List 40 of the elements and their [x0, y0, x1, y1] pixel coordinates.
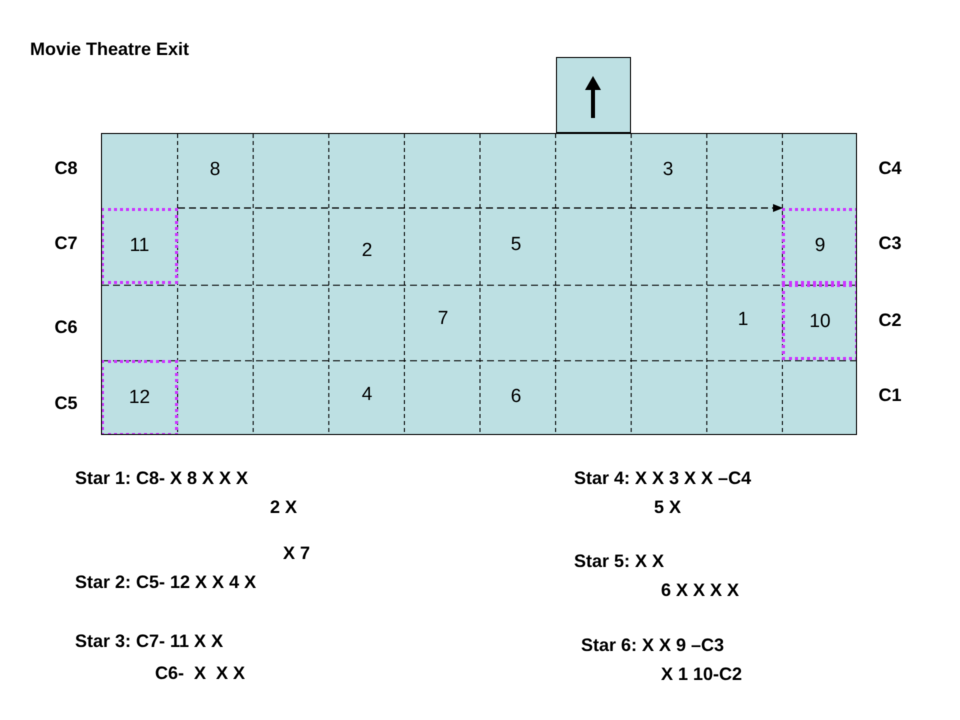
star-route-text: 6 X X X X [661, 579, 740, 601]
column-label: C5 [54, 392, 78, 414]
star-route-text: Star 2: C5- 12 X X 4 X [75, 571, 256, 593]
column-label: C1 [878, 384, 902, 406]
highlighted-seat [102, 360, 178, 434]
exit-box [556, 57, 631, 133]
column-label: C4 [878, 157, 902, 179]
star-route-text: Star 4: X X 3 X X –C4 [574, 467, 752, 489]
star-route-text: X 7 [283, 542, 310, 564]
column-label: C8 [54, 157, 78, 179]
seat-number: 3 [662, 159, 674, 181]
star-route-text: C6- X X X [155, 662, 246, 684]
seat-number: 10 [809, 310, 831, 334]
column-label: C2 [878, 309, 902, 331]
seat-number: 11 [130, 234, 150, 258]
seat-number: 2 [362, 240, 372, 262]
seat-number: 5 [510, 234, 522, 256]
star-route-text: Star 5: X X [574, 550, 664, 572]
star-route-text: 2 X [270, 496, 298, 518]
seat-number: 4 [362, 384, 372, 406]
seat-number: 7 [438, 308, 448, 330]
seating-area [101, 133, 857, 435]
seat-number: 1 [738, 309, 748, 331]
star-route-text: X 1 10-C2 [661, 663, 742, 685]
star-route-text: Star 6: X X 9 –C3 [581, 634, 724, 656]
highlighted-seat [782, 284, 856, 360]
highlighted-seat [782, 208, 856, 284]
seat-number: 8 [210, 159, 220, 181]
star-route-text: Star 1: C8- X 8 X X X [75, 467, 248, 489]
star-route-text: Star 3: C7- 11 X X [75, 630, 224, 652]
column-label: C3 [878, 232, 902, 254]
column-label: C6 [54, 316, 78, 338]
seat-number: 6 [510, 386, 522, 408]
direction-path-arrow [178, 204, 783, 212]
column-label: C7 [54, 232, 78, 254]
highlighted-seat [102, 208, 178, 284]
seat-number: 9 [814, 234, 826, 258]
title: Movie Theatre Exit [30, 38, 190, 61]
seat-number: 12 [128, 386, 150, 410]
star-route-text: 5 X [654, 496, 682, 518]
